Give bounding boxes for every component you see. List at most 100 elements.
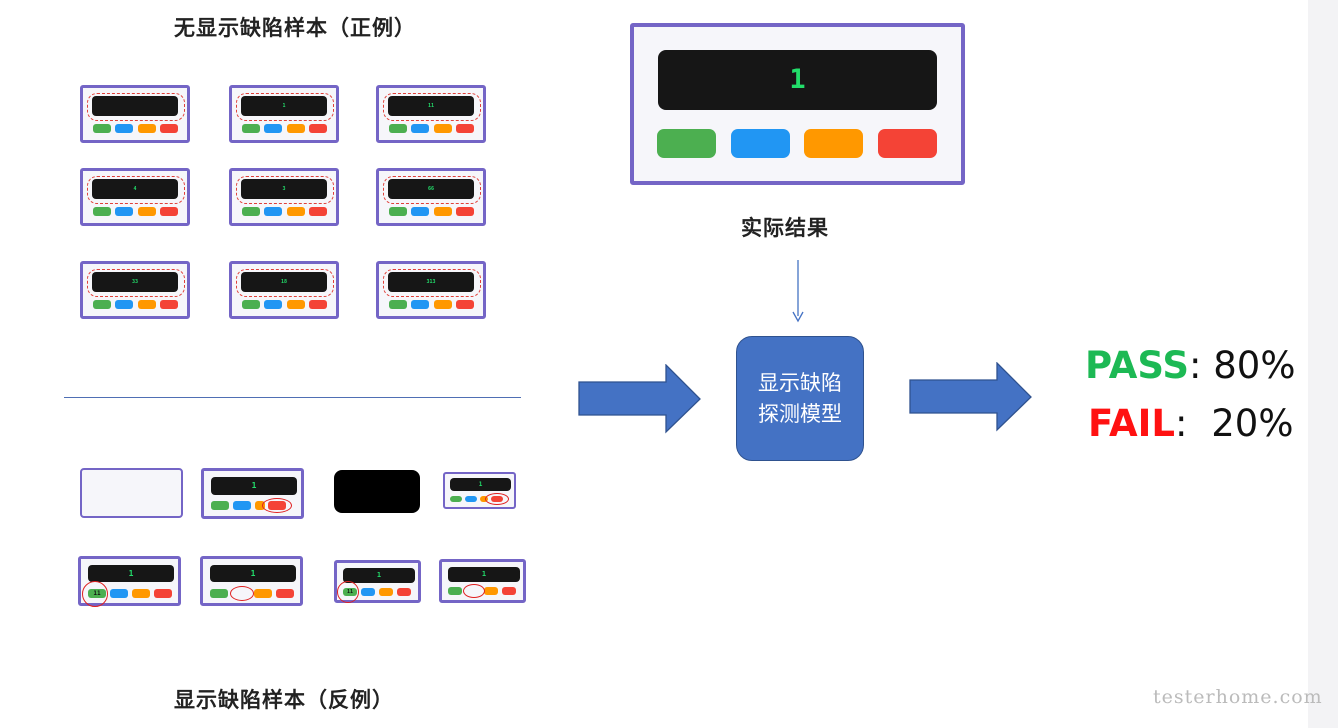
blue-button (411, 300, 429, 309)
actual-result-heading: 实际结果 (741, 215, 829, 240)
blue-button (731, 129, 790, 158)
dashed-outline (236, 93, 334, 121)
watermark: testerhome.com (1153, 686, 1323, 708)
sample-screen: 4 (92, 179, 178, 199)
defect-marker-ring (463, 584, 485, 598)
red-button (878, 129, 937, 158)
pass-separator: : (1189, 344, 1202, 387)
fail-separator: : (1175, 402, 1188, 445)
orange-button (138, 207, 156, 216)
blue-button (264, 124, 282, 133)
positive-sample-card: 66 (376, 168, 486, 226)
red-button (456, 207, 474, 216)
pass-value: 80% (1213, 344, 1296, 387)
orange-button-partial (255, 501, 265, 510)
orange-button (379, 588, 393, 596)
green-button (450, 496, 462, 502)
red-button (309, 124, 327, 133)
orange-button-partial (480, 496, 488, 502)
orange-button (484, 587, 498, 595)
blue-button (264, 207, 282, 216)
sample-screen: 33 (92, 272, 178, 292)
blue-button (233, 501, 251, 510)
red-button (160, 124, 178, 133)
fail-label: FAIL (1088, 402, 1176, 445)
orange-button (434, 207, 452, 216)
positive-samples-heading: 无显示缺陷样本（正例） (174, 15, 416, 40)
red-button (456, 300, 474, 309)
actual-result-card: 1 (630, 23, 965, 185)
negative-samples-heading: 显示缺陷样本（反例） (174, 687, 394, 712)
defect-marker-ring (262, 498, 292, 513)
red-button (397, 588, 411, 596)
negative-sample-card: 1 11 (78, 556, 181, 607)
green-button (93, 124, 111, 133)
green-button (242, 207, 260, 216)
positive-sample-card: 313 (376, 261, 486, 319)
negative-sample-card: 1 (201, 468, 304, 519)
defect-detection-model-box: 显示缺陷探测模型 (736, 336, 864, 461)
orange-button (254, 589, 272, 598)
sample-screen: 1 (88, 565, 174, 582)
orange-button (287, 300, 305, 309)
negative-sample-card: 1 (200, 556, 303, 606)
blank-screen-sample (80, 468, 183, 518)
actual-result-screen: 1 (658, 50, 937, 110)
sample-screen: 3 (241, 179, 327, 199)
sample-screen: 11 (388, 96, 474, 116)
red-button (154, 589, 172, 598)
orange-button (287, 124, 305, 133)
positive-sample-card: 33 (80, 261, 190, 319)
green-button (211, 501, 229, 510)
dashed-outline (383, 93, 481, 121)
blue-button (411, 207, 429, 216)
negative-sample-card: 1 11 (334, 560, 421, 603)
green-button (93, 300, 111, 309)
diagram-canvas: 无显示缺陷样本（正例） 显示缺陷样本（反例） 1 11 (0, 0, 1308, 728)
sample-screen: 1 (211, 477, 297, 495)
blue-button (115, 300, 133, 309)
red-button (309, 300, 327, 309)
green-button (242, 124, 260, 133)
positive-sample-card: 11 (376, 85, 486, 143)
sample-screen: 1 (450, 478, 511, 491)
blue-button (465, 496, 477, 502)
pass-result: PASS: 80% (1085, 344, 1295, 387)
positive-sample-card: 1 (229, 85, 339, 143)
green-button (210, 589, 228, 598)
red-button (502, 587, 516, 595)
sample-screen: 1 (210, 565, 296, 582)
orange-button (287, 207, 305, 216)
positive-sample-card: 18 (229, 261, 339, 319)
orange-button (434, 300, 452, 309)
output-arrow (909, 362, 1032, 432)
orange-button (132, 589, 150, 598)
sample-screen: 1 (241, 96, 327, 116)
sample-screen: 1 (448, 567, 520, 582)
dashed-outline (236, 176, 334, 204)
positive-sample-card: 3 (229, 168, 339, 226)
blue-button (264, 300, 282, 309)
sample-screen: 1 (343, 568, 415, 583)
fail-value: 20% (1211, 402, 1294, 445)
section-divider (64, 397, 521, 398)
black-screen-sample (334, 470, 420, 513)
positive-sample-card: 4 (80, 168, 190, 226)
orange-button (804, 129, 863, 158)
orange-button (434, 124, 452, 133)
red-button (456, 124, 474, 133)
blue-button (115, 207, 133, 216)
green-button (389, 124, 407, 133)
dashed-outline (236, 269, 334, 297)
orange-button (138, 300, 156, 309)
defect-marker-ring (230, 586, 254, 601)
orange-button (138, 124, 156, 133)
sample-screen: 313 (388, 272, 474, 292)
green-button (657, 129, 716, 158)
blue-button (411, 124, 429, 133)
input-arrow (578, 364, 701, 434)
dashed-outline (87, 93, 185, 121)
down-arrow (792, 260, 804, 323)
red-button (160, 207, 178, 216)
pass-label: PASS (1085, 344, 1189, 387)
